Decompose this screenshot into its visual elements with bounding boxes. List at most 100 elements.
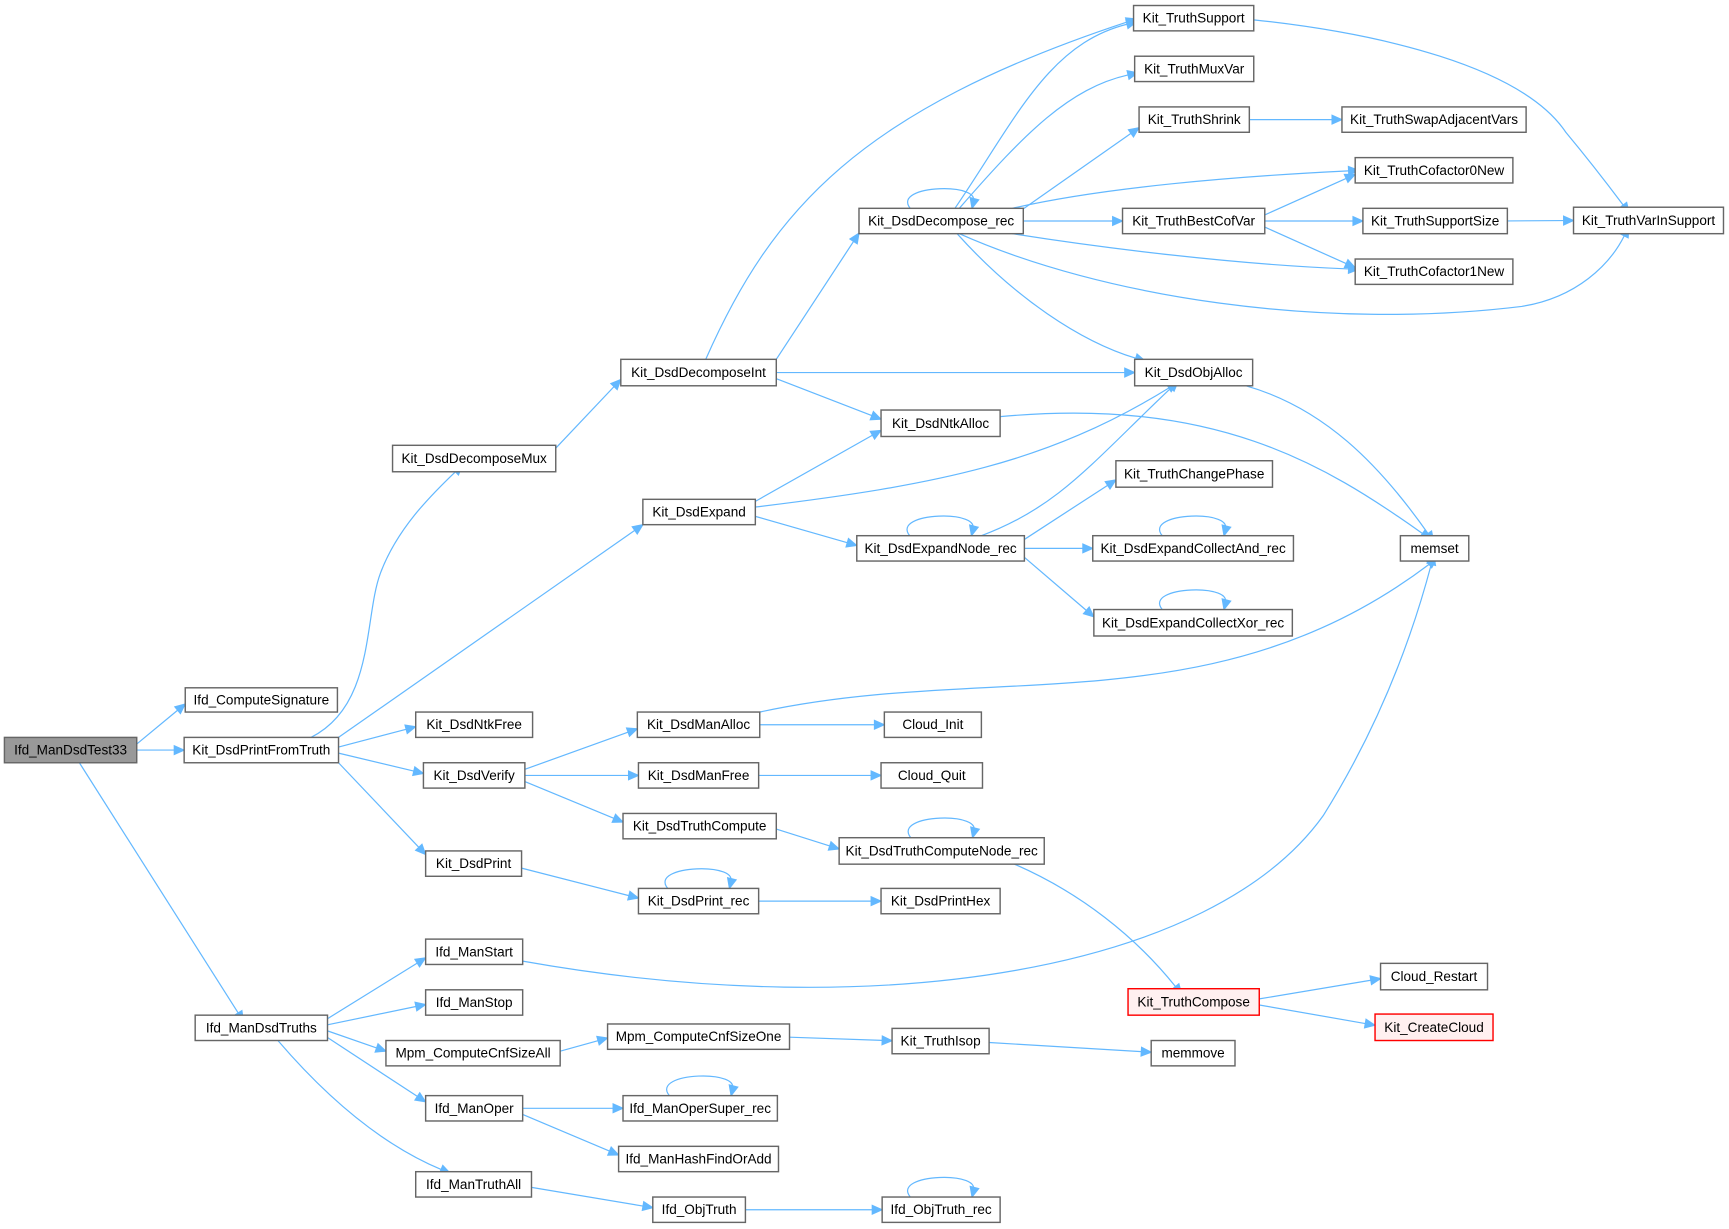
node-kit-truthsupport[interactable]: Kit_TruthSupport <box>1132 4 1255 32</box>
node-cloud-quit[interactable]: Cloud_Quit <box>880 762 984 789</box>
edge-line <box>1253 19 1624 206</box>
node-kit-dsdmanfree[interactable]: Kit_DsdManFree <box>637 762 760 789</box>
node-ifd-objtruth-rec[interactable]: Ifd_ObjTruth_rec <box>881 1196 1001 1224</box>
node-box <box>1132 4 1255 32</box>
node-ifd-mandsdtruths[interactable]: Ifd_ManDsdTruths <box>194 1014 329 1042</box>
node-label: Kit_TruthCofactor1New <box>1364 264 1505 279</box>
edge-line <box>666 1075 734 1097</box>
edge-kit-dsddecompose-rec-to-kit-truthcofactor0new <box>1012 165 1360 209</box>
node-memmove[interactable]: memmove <box>1150 1039 1236 1067</box>
node-box <box>856 534 1026 562</box>
node-kit-truthcofactor1new[interactable]: Kit_TruthCofactor1New <box>1354 258 1514 286</box>
node-kit-dsdmanalloc[interactable]: Kit_DsdManAlloc <box>636 711 761 739</box>
node-kit-dsdverify[interactable]: Kit_DsdVerify <box>422 762 526 789</box>
edge-line <box>1259 1004 1366 1025</box>
edge-line <box>521 867 629 897</box>
node-mpm-computecnfsizeone[interactable]: Mpm_ComputeCnfSizeOne <box>606 1023 791 1051</box>
node-kit-dsddecomposemux[interactable]: Kit_DsdDecomposeMux <box>391 444 557 473</box>
node-kit-truthshrink[interactable]: Kit_TruthShrink <box>1138 106 1251 133</box>
node-box <box>620 358 778 387</box>
node-kit-truthchangephase[interactable]: Kit_TruthChangePhase <box>1115 460 1274 488</box>
node-box <box>1341 106 1527 133</box>
edge-line <box>1024 484 1108 540</box>
node-ifd-mantruthall[interactable]: Ifd_ManTruthAll <box>414 1170 533 1198</box>
node-kit-dsdexpandcollectxor-rec[interactable]: Kit_DsdExpandCollectXor_rec <box>1093 608 1294 637</box>
node-kit-truthsupportsize[interactable]: Kit_TruthSupportSize <box>1362 207 1509 235</box>
arrowhead-icon <box>1104 479 1118 491</box>
node-kit-dsdprint[interactable]: Kit_DsdPrint <box>424 850 523 877</box>
node-cloud-init[interactable]: Cloud_Init <box>883 711 983 739</box>
node-ifd-manstop[interactable]: Ifd_ManStop <box>424 989 524 1016</box>
node-mpm-computecnfsizeall[interactable]: Mpm_ComputeCnfSizeAll <box>385 1039 561 1067</box>
node-label: Kit_DsdExpandCollectAnd_rec <box>1100 541 1286 556</box>
arrowhead-icon <box>412 765 425 777</box>
edge-kit-dsdverify-to-kit-dsdtruthcompute <box>524 780 625 823</box>
node-ifd-manoper[interactable]: Ifd_ManOper <box>424 1094 524 1122</box>
arrowhead-icon <box>871 1204 884 1215</box>
node-kit-truthcofactor0new[interactable]: Kit_TruthCofactor0New <box>1354 156 1514 184</box>
node-kit-createcloud[interactable]: Kit_CreateCloud <box>1374 1013 1494 1042</box>
node-kit-truthisop[interactable]: Kit_TruthIsop <box>891 1027 990 1055</box>
node-ifd-objtruth[interactable]: Ifd_ObjTruth <box>652 1196 747 1224</box>
node-label: Ifd_ManOperSuper_rec <box>629 1101 771 1116</box>
node-kit-dsdntkfree[interactable]: Kit_DsdNtkFree <box>414 711 534 739</box>
edge-kit-dsdprintfromtruth-to-kit-dsdverify <box>338 752 425 777</box>
node-ifd-manhashfindoradd[interactable]: Ifd_ManHashFindOrAdd <box>617 1145 780 1173</box>
edge-line <box>524 780 615 819</box>
node-ifd-manstart[interactable]: Ifd_ManStart <box>424 938 524 966</box>
node-box <box>858 207 1025 235</box>
edge-ifd-mandsdtruths-to-ifd-manoper <box>327 1036 427 1103</box>
node-box <box>1093 608 1294 637</box>
node-label: Kit_DsdPrintHex <box>891 894 991 909</box>
node-kit-truthbestcofvar[interactable]: Kit_TruthBestCofVar <box>1121 207 1266 235</box>
node-kit-dsdobjalloc[interactable]: Kit_DsdObjAlloc <box>1133 358 1254 387</box>
node-ifd-manopersuper-rec[interactable]: Ifd_ManOperSuper_rec <box>622 1094 779 1122</box>
edge-line <box>705 21 1128 360</box>
node-kit-dsdprinthex[interactable]: Kit_DsdPrintHex <box>880 887 1001 915</box>
node-kit-truthvarinsupport[interactable]: Kit_TruthVarInSupport <box>1572 206 1725 235</box>
node-ifd-mandsdtest33[interactable]: Ifd_ManDsdTest33 <box>3 736 138 764</box>
edge-mpm-computecnfsizeall-to-mpm-computecnfsizeone <box>559 1035 609 1052</box>
edge-line <box>755 515 848 544</box>
arrowhead-icon <box>631 523 644 535</box>
node-kit-dsdtruthcompute[interactable]: Kit_DsdTruthCompute <box>622 812 778 840</box>
node-kit-dsdprint-rec[interactable]: Kit_DsdPrint_rec <box>637 887 760 915</box>
edge-kit-dsddecompose-rec-to-kit-truthsupport <box>954 19 1138 209</box>
node-box <box>880 409 1001 438</box>
edge-kit-dsddecompose-rec-to-kit-dsddecompose-rec <box>907 188 980 210</box>
node-box <box>424 1094 524 1122</box>
node-kit-dsdtruthcomputenode-rec[interactable]: Kit_DsdTruthComputeNode_rec <box>838 836 1045 865</box>
node-cloud-restart[interactable]: Cloud_Restart <box>1379 962 1489 991</box>
arrowhead-icon <box>173 744 186 756</box>
node-kit-dsdprintfromtruth[interactable]: Kit_DsdPrintFromTruth <box>183 736 340 764</box>
node-kit-truthmuxvar[interactable]: Kit_TruthMuxVar <box>1133 55 1255 83</box>
node-ifd-computesignature[interactable]: Ifd_ComputeSignature <box>184 687 339 713</box>
node-label: Kit_TruthCompose <box>1137 994 1249 1009</box>
node-kit-dsddecompose-rec[interactable]: Kit_DsdDecompose_rec <box>858 207 1025 235</box>
edge-kit-truthcompose-to-kit-createcloud <box>1259 1004 1377 1029</box>
node-label: Ifd_ManTruthAll <box>426 1177 521 1192</box>
edge-kit-truthbestcofvar-to-kit-truthcofactor1new <box>1264 226 1357 269</box>
edge-kit-dsdprintfromtruth-to-kit-dsdprint <box>338 762 427 856</box>
node-box <box>1354 258 1514 286</box>
node-label: Ifd_ManDsdTruths <box>206 1020 317 1035</box>
edge-line <box>522 1113 610 1152</box>
node-label: Ifd_ManOper <box>435 1101 515 1116</box>
node-box <box>606 1023 791 1051</box>
node-kit-truthswapadjacentvars[interactable]: Kit_TruthSwapAdjacentVars <box>1341 106 1527 133</box>
edge-line <box>522 564 1432 988</box>
edge-mpm-computecnfsizeone-to-kit-truthisop <box>789 1035 894 1046</box>
node-kit-dsdntkalloc[interactable]: Kit_DsdNtkAlloc <box>880 409 1001 438</box>
arrowhead-icon <box>413 957 427 968</box>
node-kit-dsdexpand[interactable]: Kit_DsdExpand <box>642 498 757 526</box>
node-kit-dsdexpandcollectand-rec[interactable]: Kit_DsdExpandCollectAnd_rec <box>1092 534 1295 562</box>
edge-ifd-mandsdtest33-to-ifd-mandsdtruths <box>78 762 245 1023</box>
node-memset[interactable]: memset <box>1399 534 1470 562</box>
node-kit-dsddecomposeint[interactable]: Kit_DsdDecomposeInt <box>620 358 778 387</box>
edge-line <box>327 962 418 1020</box>
node-kit-truthcompose[interactable]: Kit_TruthCompose <box>1127 987 1260 1016</box>
edge-line <box>906 515 974 537</box>
node-kit-dsdexpandnode-rec[interactable]: Kit_DsdExpandNode_rec <box>856 534 1026 562</box>
edge-kit-dsdmanalloc-to-cloud-init <box>759 719 886 730</box>
edge-line <box>1159 589 1227 610</box>
